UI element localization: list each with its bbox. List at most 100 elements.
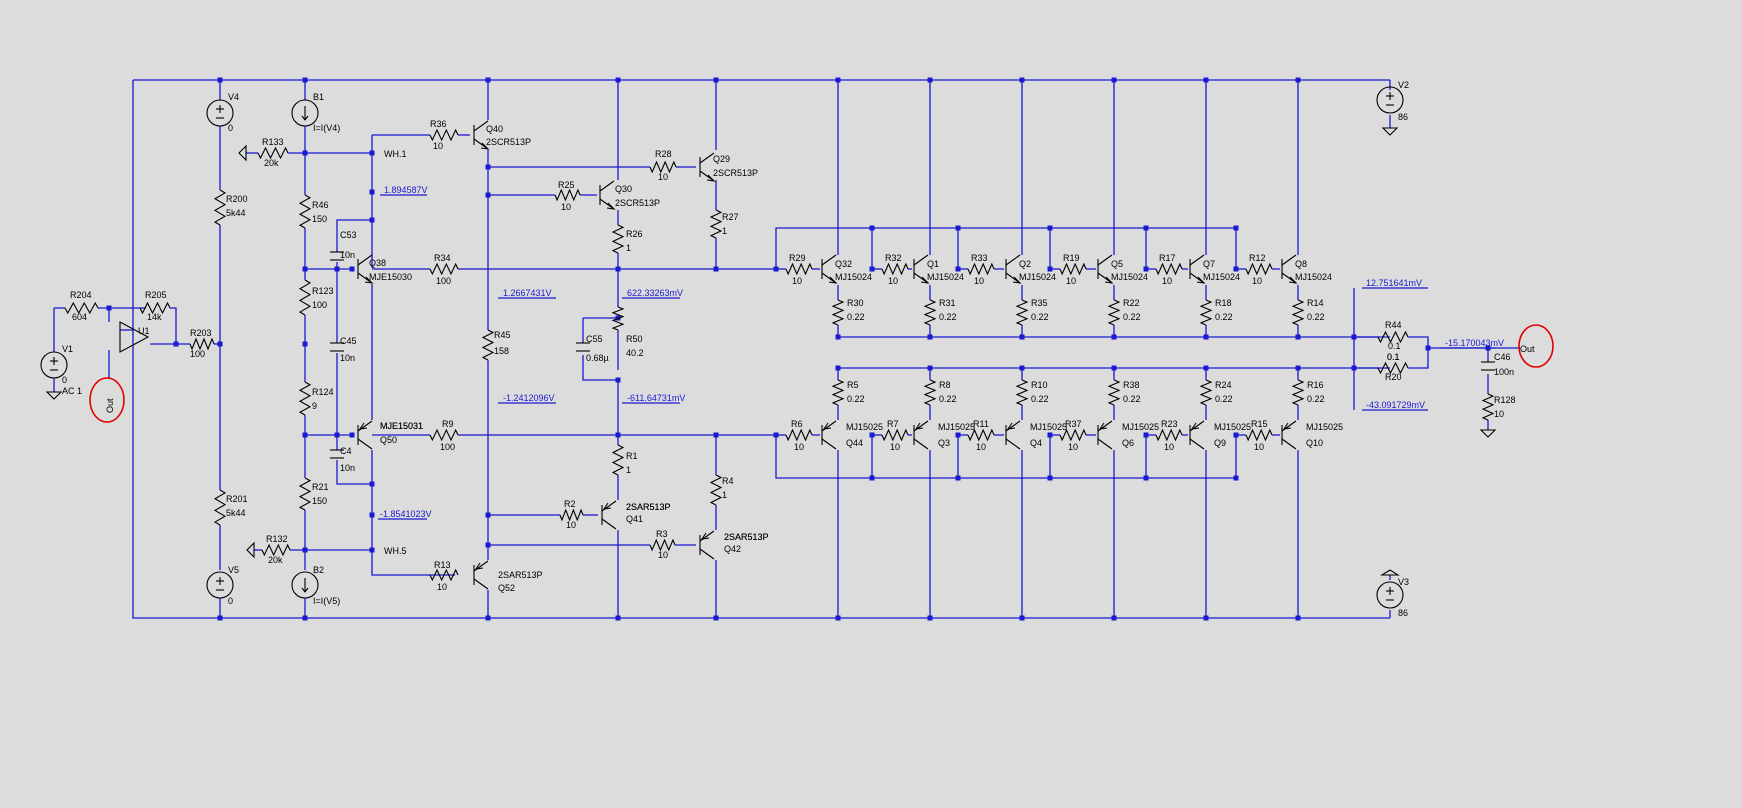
label-q30: Q30 [615, 184, 632, 194]
label-r35: R35 [1031, 298, 1048, 308]
value-r11: 10 [976, 442, 986, 452]
label-r23: R23 [1161, 419, 1178, 429]
value-r16: 0.22 [1307, 394, 1325, 404]
value-r34: 100 [436, 276, 451, 286]
value-q52: 2SAR513P [498, 570, 543, 580]
label-q32: Q32 [835, 259, 852, 269]
value-q41: 2SAR513P [626, 502, 671, 512]
value-r133: 20k [264, 158, 279, 168]
label-r1: R1 [626, 451, 638, 461]
label-r44: R44 [1385, 320, 1402, 330]
label-q41: Q41 [626, 514, 643, 524]
label-r124: R124 [312, 387, 334, 397]
value-r25: 10 [561, 202, 571, 212]
label-b2: B2 [313, 565, 324, 575]
value-c4: 10n [340, 463, 355, 473]
label-r26: R26 [626, 229, 643, 239]
label-r11: R11 [973, 419, 989, 429]
label-v5: V5 [228, 565, 239, 575]
value-q10: MJ15025 [1306, 422, 1343, 432]
value-q40: 2SCR513P [486, 137, 531, 147]
value-r14: 0.22 [1307, 312, 1325, 322]
label-q42: Q42 [724, 544, 741, 554]
label-q40: Q40 [486, 124, 503, 134]
value-r24: 0.22 [1215, 394, 1233, 404]
value-r31: 0.22 [939, 312, 957, 322]
value-r2: 10 [566, 520, 576, 530]
value-r9: 100 [440, 442, 455, 452]
value-r32: 10 [888, 276, 898, 286]
value-q32: MJ15024 [835, 272, 872, 282]
voltage-label-1: 1.2667431V [503, 288, 552, 298]
value-r18: 0.22 [1215, 312, 1233, 322]
value-q2: MJ15024 [1019, 272, 1056, 282]
label-c4: C4 [340, 446, 352, 456]
value-r205: 14k [147, 312, 162, 322]
value-r29: 10 [792, 276, 802, 286]
label-c55: C55 [586, 334, 603, 344]
value-r7: 10 [890, 442, 900, 452]
label-r200: R200 [226, 194, 248, 204]
label-r31: R31 [939, 298, 956, 308]
label-q5: Q5 [1111, 259, 1123, 269]
value-q50: MJE15031 [380, 421, 423, 431]
netlabel-out-right: Out [1520, 344, 1535, 354]
value-r124: 9 [312, 401, 317, 411]
value-q6: MJ15025 [1122, 422, 1159, 432]
label-q2: Q2 [1019, 259, 1031, 269]
value-c46: 100n [1494, 367, 1514, 377]
value-r200: 5k44 [226, 208, 246, 218]
label-r205: R205 [145, 290, 167, 300]
value-r50: 40.2 [626, 348, 644, 358]
label-r203: R203 [190, 328, 212, 338]
label-r50: R50 [626, 334, 643, 344]
value-r204: 604 [72, 312, 87, 322]
value-q8: MJ15024 [1295, 272, 1332, 282]
label-r16: R16 [1307, 380, 1324, 390]
netlabel-out-left: Out [105, 398, 115, 413]
label-r32: R32 [885, 253, 902, 263]
highlight-out-right [1518, 324, 1554, 368]
voltage-label-8: -43.091729mV [1366, 400, 1425, 410]
highlights [89, 324, 1554, 423]
label-r10: R10 [1031, 380, 1048, 390]
value-v5: 0 [228, 596, 233, 606]
label-c53: C53 [340, 230, 357, 240]
label-q6: Q6 [1122, 438, 1134, 448]
value-r27: 1 [722, 226, 727, 236]
label-r13: R13 [434, 560, 451, 570]
value-r19: 10 [1066, 276, 1076, 286]
value-r23: 10 [1164, 442, 1174, 452]
value-r15: 10 [1254, 442, 1264, 452]
label-r123: R123 [312, 286, 334, 296]
value-q42: 2SAR513P [724, 532, 769, 542]
value-r45: 158 [494, 346, 509, 356]
label-r45: R45 [494, 330, 511, 340]
label-r20: R20 [1385, 372, 1402, 382]
label-r7: R7 [887, 419, 899, 429]
label-r12: R12 [1249, 253, 1266, 263]
junctions [106, 77, 1491, 621]
voltage-label-5: -1.8541023V [380, 509, 432, 519]
value-r128: 10 [1494, 409, 1504, 419]
label-r204: R204 [70, 290, 92, 300]
value-r201: 5k44 [226, 508, 246, 518]
label-v4: V4 [228, 92, 239, 102]
value-v3: 86 [1398, 608, 1408, 618]
label-r38: R38 [1123, 380, 1140, 390]
label-q4: Q4 [1030, 438, 1042, 448]
label-r25: R25 [558, 180, 575, 190]
label-r128: R128 [1494, 395, 1516, 405]
label-q7: Q7 [1203, 259, 1215, 269]
label-q3: Q3 [938, 438, 950, 448]
voltage-label-7: -15.170043mV [1445, 338, 1504, 348]
label-q29: Q29 [713, 154, 730, 164]
value-b2: I=I(V5) [313, 596, 340, 606]
value-q1: MJ15024 [927, 272, 964, 282]
value-r132: 20k [268, 555, 283, 565]
value-r35: 0.22 [1031, 312, 1049, 322]
label-c45: C45 [340, 336, 357, 346]
value-r13: 10 [437, 582, 447, 592]
label-r18: R18 [1215, 298, 1232, 308]
